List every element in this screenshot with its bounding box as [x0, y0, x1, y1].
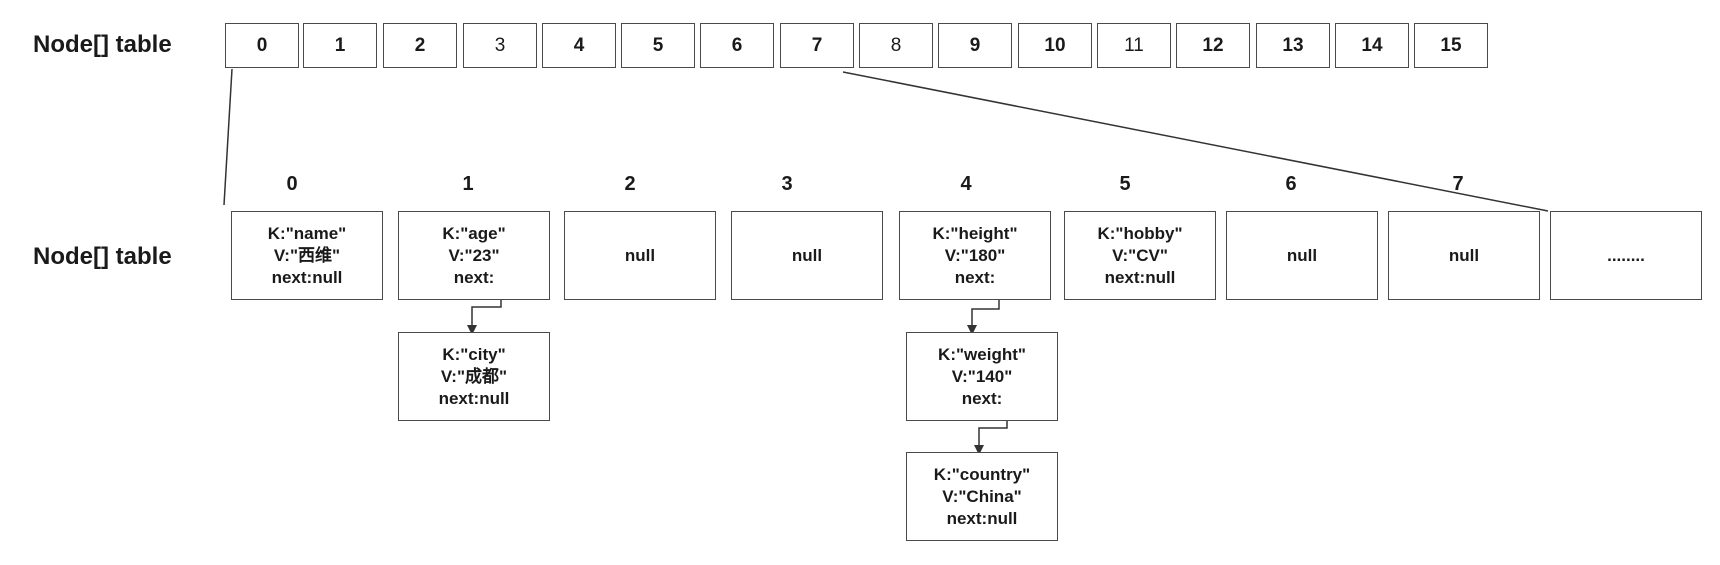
bucket-null-7: null: [1388, 211, 1540, 300]
chain-node-city: K:"city" V:"成都" next:null: [398, 332, 550, 421]
bucket-text: null: [791, 245, 823, 265]
bucket-text: null: [624, 245, 656, 265]
bucket-node-5: K:"hobby"V:"CV"next:null: [1064, 211, 1216, 300]
table-cell-1: 1: [303, 23, 377, 68]
node-value: V:"140": [951, 366, 1013, 386]
table-cell-6: 6: [700, 23, 774, 68]
table-cell-13: 13: [1256, 23, 1330, 68]
node-key: K:"country": [933, 464, 1031, 484]
node-key: K:"city": [442, 344, 506, 364]
bucket-ellipsis: ........: [1550, 211, 1702, 300]
top-table-title: Node[] table: [33, 31, 172, 58]
bucket-null-3: null: [731, 211, 883, 300]
table-cell-14: 14: [1335, 23, 1409, 68]
node-next: next:null: [438, 388, 510, 408]
bucket-text: null: [1448, 245, 1480, 265]
node-next: next:: [453, 267, 495, 287]
bucket-null-2: null: [564, 211, 716, 300]
chain-node-weight: K:"weight" V:"140" next:: [906, 332, 1058, 421]
node-key: K:"weight": [938, 344, 1026, 364]
node-value: V:"China": [942, 486, 1022, 506]
node-value: V:"180": [944, 245, 1006, 265]
chain-node-country: K:"country" V:"China" next:null: [906, 452, 1058, 541]
expand-line-left: [223, 68, 233, 206]
bucket-node-4: K:"height"V:"180"next:: [899, 211, 1051, 300]
table-cell-7: 7: [780, 23, 854, 68]
node-value: V:"西维": [273, 245, 341, 265]
table-cell-11: 11: [1097, 23, 1171, 68]
table-cell-4: 4: [542, 23, 616, 68]
node-next: next:: [954, 267, 996, 287]
node-value: V:"成都": [440, 366, 508, 386]
expand-line-right: [842, 71, 1549, 212]
bucket-text: ........: [1607, 245, 1645, 265]
expanded-index-7: 7: [1452, 173, 1464, 195]
bottom-table-title: Node[] table: [33, 243, 172, 270]
table-cell-9: 9: [938, 23, 1012, 68]
node-key: K:"hobby": [1097, 223, 1183, 243]
table-cell-5: 5: [621, 23, 695, 68]
bucket-null-6: null: [1226, 211, 1378, 300]
node-next: next:null: [271, 267, 343, 287]
expanded-index-2: 2: [624, 173, 636, 195]
bucket-node-1: K:"age"V:"23"next:: [398, 211, 550, 300]
node-value: V:"23": [448, 245, 500, 265]
node-key: K:"age": [442, 223, 506, 243]
expanded-index-5: 5: [1119, 173, 1131, 195]
node-key: K:"height": [932, 223, 1018, 243]
table-cell-10: 10: [1018, 23, 1092, 68]
node-next: next:null: [946, 508, 1018, 528]
bucket-node-0: K:"name"V:"西维"next:null: [231, 211, 383, 300]
table-cell-12: 12: [1176, 23, 1250, 68]
table-cell-15: 15: [1414, 23, 1488, 68]
expanded-index-4: 4: [960, 173, 972, 195]
bucket-text: null: [1286, 245, 1318, 265]
table-cell-0: 0: [225, 23, 299, 68]
expanded-index-1: 1: [462, 173, 474, 195]
table-cell-8: 8: [859, 23, 933, 68]
node-next: next:: [961, 388, 1003, 408]
table-cell-2: 2: [383, 23, 457, 68]
expanded-index-3: 3: [781, 173, 793, 195]
node-value: V:"CV": [1112, 245, 1168, 265]
node-next: next:null: [1104, 267, 1176, 287]
expanded-index-6: 6: [1285, 173, 1297, 195]
expanded-index-0: 0: [286, 173, 298, 195]
node-key: K:"name": [267, 223, 347, 243]
table-cell-3: 3: [463, 23, 537, 68]
